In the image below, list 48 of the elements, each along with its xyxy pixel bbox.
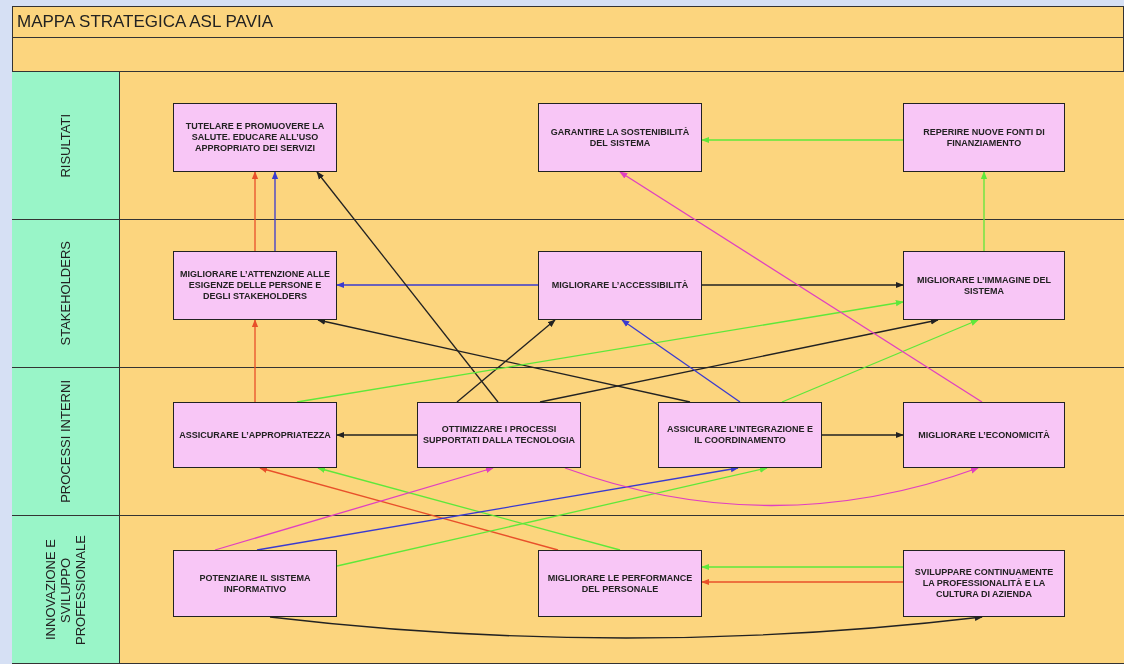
arrow: [317, 318, 691, 403]
arrow: [317, 466, 621, 551]
arrow: [251, 171, 259, 252]
objective-box: GARANTIRE LA SOSTENIBILITÀ DEL SISTEMA: [538, 103, 702, 172]
diagram-title: MAPPA STRATEGICA ASL PAVIA: [12, 6, 1124, 38]
objective-box: MIGLIORARE L’ATTENZIONE ALLE ESIGENZE DELLE PERSONE E DEGLI STAKEHOLDERS: [173, 251, 337, 320]
lane-title: PROCESSI INTERNI: [12, 368, 120, 515]
swimlane: [12, 368, 1124, 516]
swimlane: [12, 516, 1124, 664]
arrow: [621, 319, 741, 403]
objective-box: ASSICURARE L’APPROPRIATEZZA: [173, 402, 337, 468]
swimlane: [12, 220, 1124, 368]
arrow: [781, 319, 979, 403]
swimlane: [12, 72, 1124, 220]
objective-box: MIGLIORARE L’IMMAGINE DEL SISTEMA: [903, 251, 1065, 320]
arrow: [701, 136, 904, 144]
arrow: [701, 281, 904, 289]
arrow: [259, 466, 559, 551]
objective-box: POTENZIARE IL SISTEMA INFORMATIVO: [173, 550, 337, 617]
objective-box: SVILUPPARE CONTINUAMENTE LA PROFESSIONALITÀ E LA CULTURA DI AZIENDA: [903, 550, 1065, 617]
arrow: [456, 319, 556, 403]
arrow: [256, 466, 739, 551]
arrow: [214, 466, 494, 551]
arrow: [316, 171, 499, 403]
arrow: [336, 281, 539, 289]
arrow: [821, 431, 904, 439]
arrow: [619, 171, 983, 403]
objective-box: REPERIRE NUOVE FONTI DI FINANZIAMENTO: [903, 103, 1065, 172]
arrow: [251, 319, 259, 403]
arrow: [539, 318, 939, 403]
objective-box: TUTELARE E PROMUOVERE LA SALUTE. EDUCARE ALL’USO APPROPRIATO DEI SERVIZI: [173, 103, 337, 172]
objective-box: OTTIMIZZARE I PROCESSI SUPPORTATI DALLA TECNOLOGIA: [417, 402, 581, 468]
lane-title: INNOVAZIONE E SVILUPPO PROFESSIONALE: [12, 516, 120, 663]
lane-title: STAKEHOLDERS: [12, 220, 120, 367]
arrow: [336, 431, 418, 439]
arrow: [701, 578, 904, 586]
arrow: [271, 171, 279, 252]
lane-title: RISULTATI: [12, 72, 120, 219]
arrow: [269, 614, 983, 639]
arrow: [564, 467, 979, 507]
arrow: [296, 300, 904, 403]
objective-box: MIGLIORARE L’ACCESSIBILITÀ: [538, 251, 702, 320]
objective-box: MIGLIORARE L’ECONOMICITÀ: [903, 402, 1065, 468]
arrow: [980, 171, 988, 252]
arrow: [336, 466, 768, 567]
objective-box: ASSICURARE L’INTEGRAZIONE E IL COORDINAMENTO: [658, 402, 822, 468]
objective-box: MIGLIORARE LE PERFORMANCE DEL PERSONALE: [538, 550, 702, 617]
arrow: [701, 563, 904, 571]
